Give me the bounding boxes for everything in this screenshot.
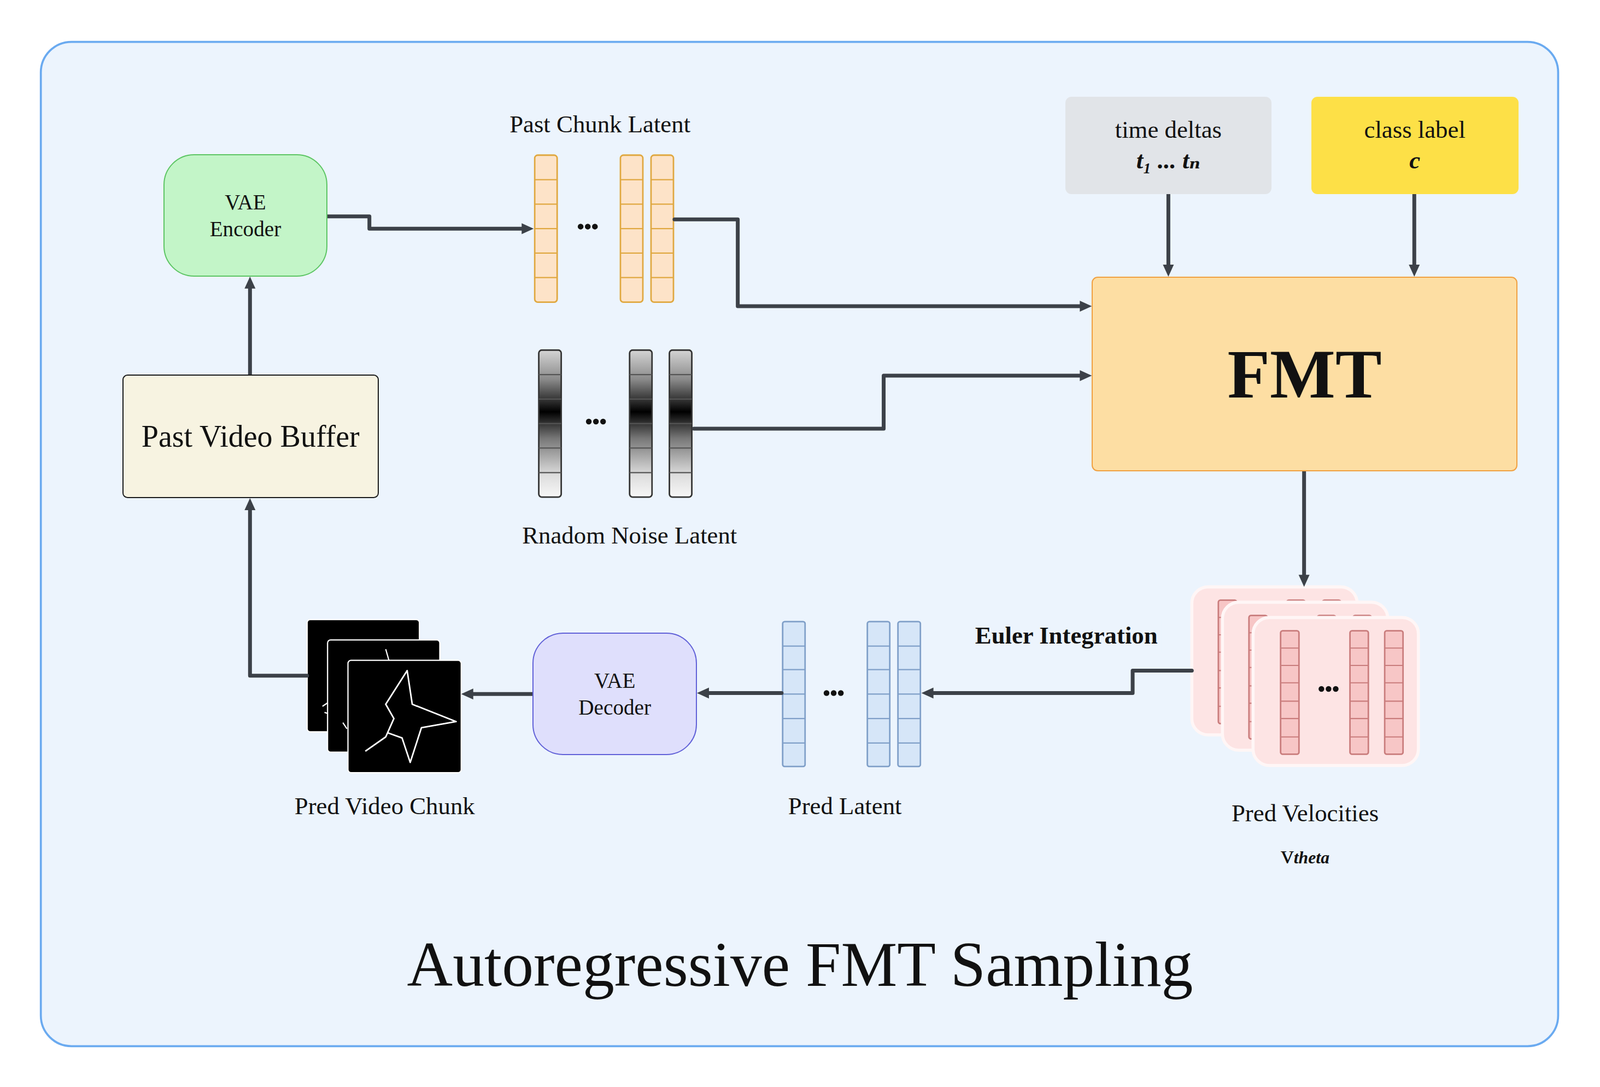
connector xyxy=(1162,194,1174,277)
connector-line xyxy=(471,692,533,696)
connector xyxy=(696,687,782,699)
video-frames xyxy=(307,619,462,773)
velocity-vector xyxy=(1280,630,1300,755)
ellipsis-dot xyxy=(1332,686,1339,692)
arrowhead xyxy=(1298,574,1310,587)
ellipsis-dot xyxy=(837,689,844,696)
node-text: time deltas xyxy=(1115,114,1222,146)
noise-stack: Rnadom Noise Latent xyxy=(537,348,695,498)
node-text: class label xyxy=(1364,114,1466,146)
arrowhead xyxy=(1162,264,1174,277)
connector xyxy=(921,670,1193,699)
input-box: time deltast₁ ... tₙ xyxy=(1065,96,1272,194)
panel xyxy=(40,42,1559,1047)
ellipsis-dot xyxy=(577,223,584,230)
pred-latent-vectors xyxy=(782,621,921,767)
arrowhead xyxy=(1408,264,1420,277)
velocity-vector xyxy=(1384,630,1404,755)
arrowhead xyxy=(244,276,256,289)
connector xyxy=(327,216,534,234)
past-latent-vectors xyxy=(534,155,674,303)
node-text: c xyxy=(1409,145,1421,177)
node-label: Past Chunk Latent xyxy=(509,109,691,140)
connector xyxy=(693,370,1092,429)
model-box: FMT xyxy=(1091,276,1517,472)
latent-vector xyxy=(651,155,674,303)
connector-line xyxy=(248,286,252,375)
arrowhead xyxy=(696,687,709,699)
ellipsis-dot xyxy=(592,223,598,230)
connector-line xyxy=(249,507,308,676)
velocity-cards xyxy=(1191,586,1418,766)
encoder-box: VAE Encoder xyxy=(163,154,328,277)
arrowhead xyxy=(521,223,534,234)
latent-stack: Past Chunk Latent xyxy=(533,154,675,304)
node-label: Pred Video Chunk xyxy=(294,790,476,822)
connector-line xyxy=(1412,194,1417,267)
connector-line xyxy=(706,690,782,695)
frame-shape xyxy=(365,670,456,763)
connector xyxy=(244,497,308,676)
latent-vector xyxy=(782,621,806,767)
connector-line xyxy=(327,216,524,229)
ellipsis-dot xyxy=(830,689,837,696)
input-box: class labelc xyxy=(1311,96,1519,194)
arrowhead xyxy=(1079,300,1092,312)
ellipsis-dot xyxy=(585,418,592,425)
node-text: Past Video Buffer xyxy=(141,417,360,456)
latent-vector xyxy=(534,155,558,303)
ellipsis-dot xyxy=(600,418,606,425)
edge-label: Euler Integration xyxy=(971,619,1162,653)
noise-vector xyxy=(629,349,653,497)
connector xyxy=(1408,194,1420,277)
arrowhead xyxy=(244,497,256,511)
connector xyxy=(1298,471,1310,587)
ellipsis-dot xyxy=(593,418,599,425)
connector xyxy=(674,219,1093,312)
node-label: Pred Latent xyxy=(788,790,902,822)
arrowhead xyxy=(1079,370,1092,382)
node-label: vtheta xyxy=(1280,839,1330,872)
node-label: Pred Velocities xyxy=(1231,798,1379,829)
video-frame xyxy=(348,660,462,773)
connector-line xyxy=(1166,194,1171,267)
noise-vector xyxy=(538,349,562,497)
connector-line xyxy=(1302,471,1306,577)
ellipsis-dot xyxy=(823,689,830,696)
latent-stack: Pred Latent xyxy=(781,620,922,768)
ellipsis-dot xyxy=(1325,686,1332,692)
latent-vector xyxy=(898,621,921,767)
arrowhead xyxy=(461,688,474,700)
decoder-box: VAE Decoder xyxy=(532,632,697,755)
connector-line xyxy=(693,375,1082,429)
connector-line xyxy=(931,670,1193,693)
velocity-card xyxy=(1252,617,1418,766)
noise-vector xyxy=(669,349,693,497)
velocity-stack: Pred Velocitiesvtheta xyxy=(1191,586,1418,766)
node-label: Rnadom Noise Latent xyxy=(522,520,737,552)
buffer-box: Past Video Buffer xyxy=(122,374,379,498)
node-text: t₁ ... tₙ xyxy=(1136,145,1201,177)
connector-line xyxy=(674,219,1083,307)
ellipsis-dot xyxy=(1318,686,1324,692)
diagram-title: Autoregressive FMT Sampling xyxy=(407,924,1194,1005)
latent-vector xyxy=(620,155,643,303)
connector xyxy=(244,276,256,375)
arrowhead xyxy=(921,687,934,699)
ellipsis-dot xyxy=(584,223,591,230)
video-stack: Pred Video Chunk xyxy=(307,619,462,773)
node-text: VAE Decoder xyxy=(566,666,664,721)
connector xyxy=(461,688,533,700)
latent-vector xyxy=(867,621,890,767)
node-text: FMT xyxy=(1227,330,1382,418)
node-text: VAE Encoder xyxy=(196,188,294,243)
noise-latent-vectors xyxy=(538,349,693,497)
velocity-vector xyxy=(1350,630,1369,755)
